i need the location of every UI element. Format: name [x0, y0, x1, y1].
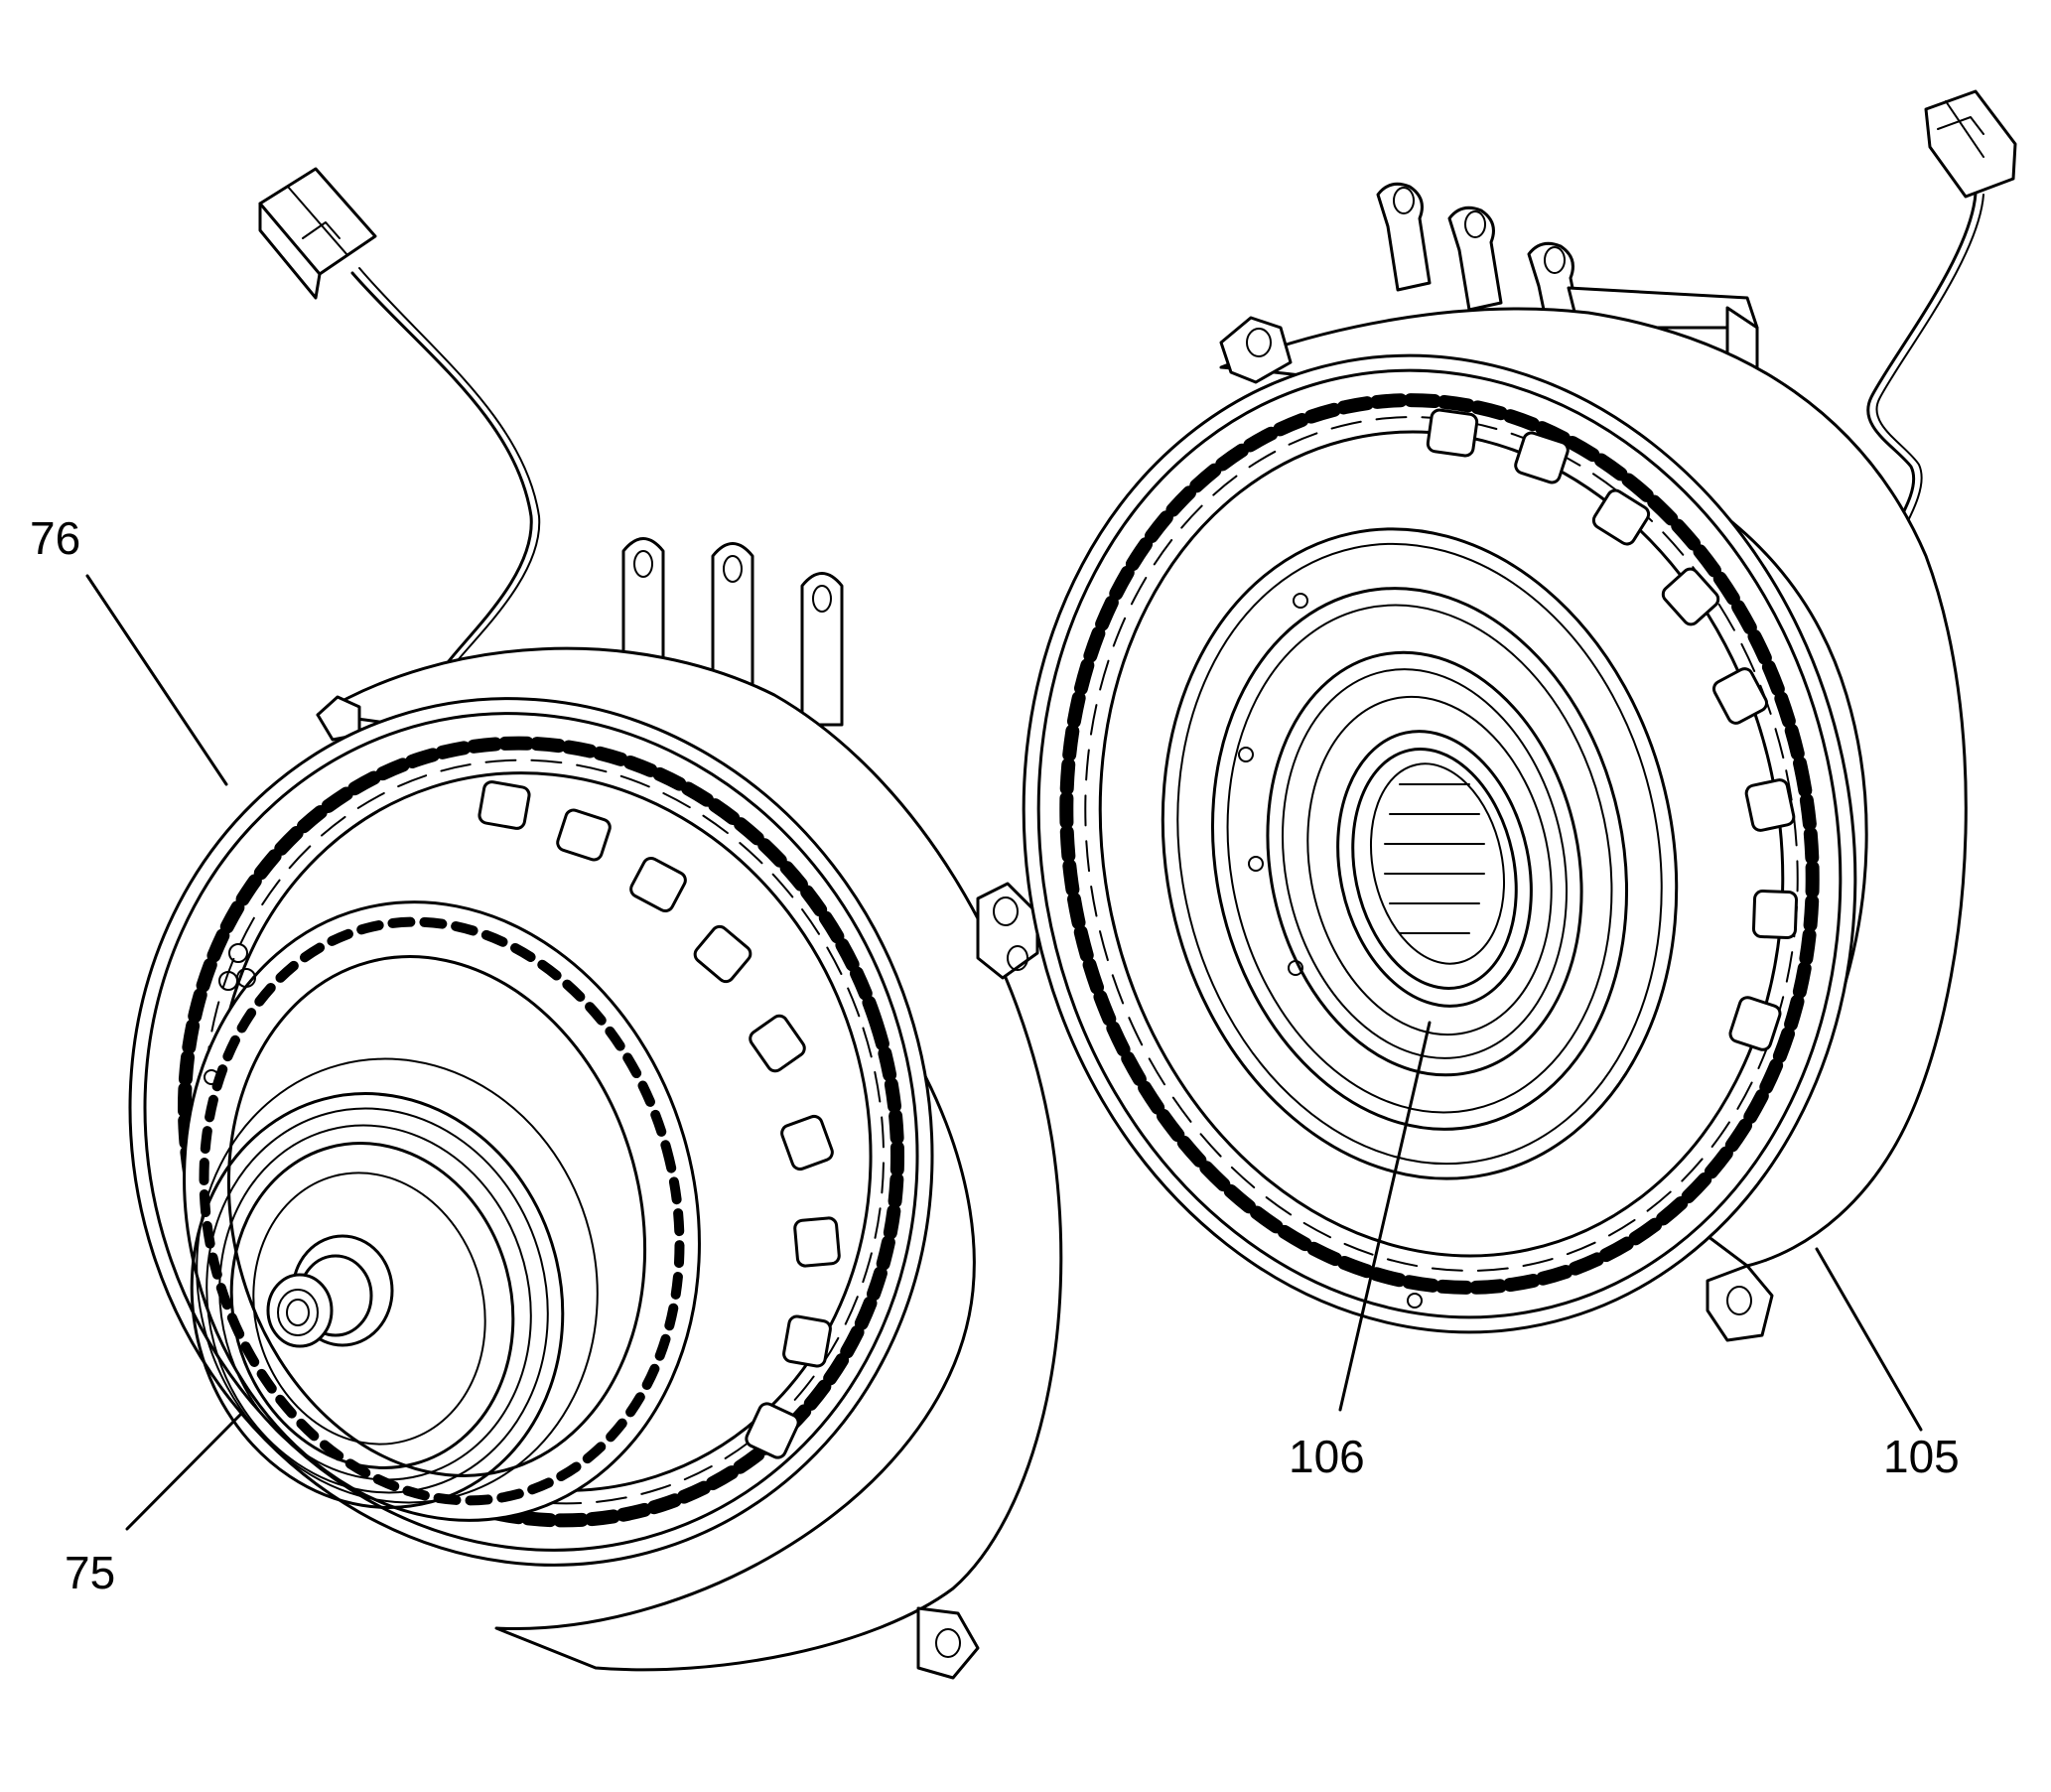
left-rotor [183, 900, 701, 1522]
left-housing-shell [316, 646, 1063, 1672]
leader-106 [1338, 1021, 1432, 1412]
right-stator-windings [1059, 393, 1820, 1295]
left-mounting-ears [316, 695, 1039, 1680]
left-sensor-connector [258, 167, 541, 672]
left-motor-assembly [128, 167, 1063, 1680]
right-housing-shell [1219, 307, 1968, 1268]
callout-75: 75 [65, 1547, 115, 1598]
leader-lines [85, 574, 1923, 1531]
callout-106: 106 [1289, 1431, 1365, 1482]
left-stator-holes [204, 943, 256, 1085]
callout-105: 105 [1883, 1431, 1960, 1482]
right-bearing [1336, 730, 1533, 1008]
right-winding-blocks [1426, 408, 1799, 1051]
right-stator-holes [1238, 593, 1423, 1309]
right-sensor-connector [1866, 89, 2017, 549]
callout-76: 76 [30, 512, 80, 564]
leader-75 [125, 1413, 242, 1531]
leader-76 [85, 574, 228, 786]
left-terminal-lugs [621, 537, 844, 727]
right-motor-assembly [1022, 89, 2017, 1342]
left-winding-blocks [478, 780, 841, 1459]
left-rotor-shaft [266, 1234, 394, 1348]
leader-105 [1815, 1247, 1923, 1432]
